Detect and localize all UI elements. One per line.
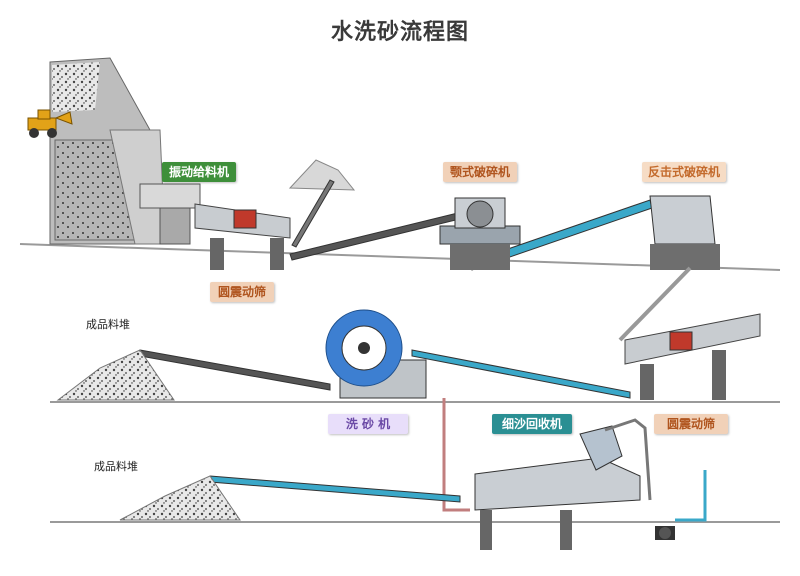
rock-pile-icon (288, 159, 356, 191)
jaw-crusher (439, 197, 521, 270)
product-pile-mid (56, 349, 175, 401)
label-sand-washer: 洗 砂 机 (328, 414, 408, 434)
sand-washer (325, 309, 427, 399)
label-fine-sand-recovery: 细沙回收机 (492, 414, 572, 434)
label-product-pile-1: 成品料堆 (86, 318, 130, 331)
feeder-hopper (139, 183, 201, 245)
label-product-pile-2: 成品料堆 (94, 460, 138, 473)
quarry-cliff (49, 57, 166, 245)
label-jaw-crusher: 颚式破碎机 (443, 162, 517, 182)
circular-screen-mid (624, 313, 761, 400)
wheel-icon (325, 309, 403, 387)
label-circular-screen-top: 圆震动筛 (210, 282, 274, 302)
conveyor-bottom (209, 475, 461, 503)
cyclone-icon (579, 418, 652, 501)
label-impact-crusher: 反击式破碎机 (642, 162, 726, 182)
pump-icon (655, 526, 675, 540)
circular-screen-top (194, 203, 291, 270)
impact-crusher (618, 195, 720, 342)
loader-truck-icon (27, 109, 73, 138)
conveyors-mid (139, 349, 631, 399)
pipe (442, 398, 470, 512)
diagram-title: 水洗砂流程图 (330, 20, 469, 45)
fine-sand-recovery (474, 418, 707, 550)
label-circular-screen-mid: 圆震动筛 (654, 414, 728, 434)
label-vibrating-feeder: 振动给料机 (162, 162, 236, 182)
product-pile-bottom (119, 475, 241, 521)
